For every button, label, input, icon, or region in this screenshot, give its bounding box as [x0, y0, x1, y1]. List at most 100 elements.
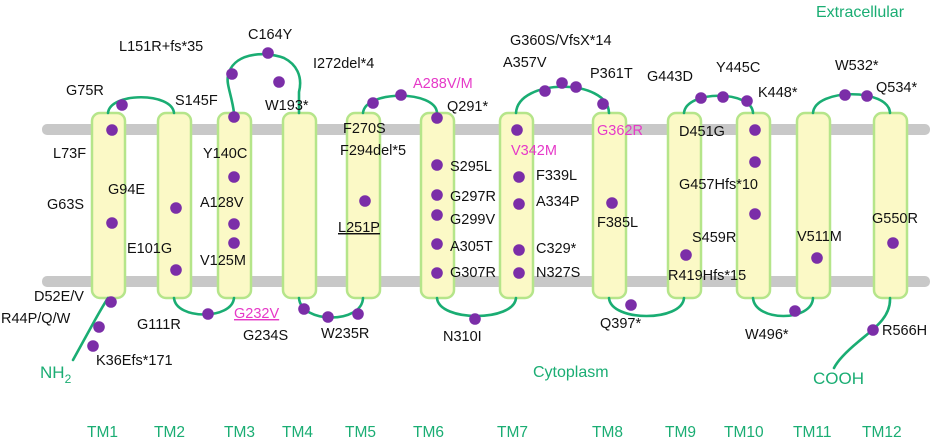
loop-tm1-tm2-extracellular — [106, 96, 176, 115]
label-c164y: C164Y — [248, 27, 293, 43]
label-g443d: G443D — [647, 69, 693, 85]
label-l73f: L73F — [53, 146, 86, 162]
label-a288v: A288V/M — [413, 76, 473, 92]
tm-label-10: TM10 — [724, 424, 764, 441]
dot-r44p — [93, 321, 105, 333]
dot-s295l — [431, 159, 443, 171]
loop-tm11-tm12-extracellular — [811, 92, 892, 115]
label-v342m: V342M — [511, 143, 557, 159]
label-c329: C329* — [536, 241, 577, 257]
c-terminus-tail — [832, 296, 892, 370]
label-l251p: L251P — [338, 220, 380, 236]
dot-v511m — [811, 252, 823, 264]
dot-g234s — [298, 303, 310, 315]
label-i272del: I272del*4 — [313, 56, 374, 72]
dot-a305t — [431, 238, 443, 250]
dot-g299v — [431, 209, 443, 221]
tm-label-1: TM1 — [87, 424, 118, 441]
label-g457hfs: G457Hfs*10 — [679, 177, 758, 193]
label-w496: W496* — [745, 327, 789, 343]
dot-g94e — [170, 202, 182, 214]
tm-label-2: TM2 — [154, 424, 185, 441]
dot-v342m — [511, 124, 523, 136]
label-k36efs: K36Efs*171 — [96, 353, 173, 369]
tm-label-12: TM12 — [862, 424, 902, 441]
dot-g307r — [431, 267, 443, 279]
dot-q397 — [625, 299, 637, 311]
dot-p361t — [570, 81, 582, 93]
dot-g360s — [556, 77, 568, 89]
label-p361t: P361T — [590, 66, 633, 82]
label-g111r: G111R — [137, 317, 181, 333]
label-g232v: G232V — [234, 306, 279, 322]
label-v125m: V125M — [200, 253, 246, 269]
label-r44p: R44P/Q/W — [1, 311, 71, 327]
label-g75r: G75R — [66, 83, 104, 99]
label-q534: Q534* — [876, 80, 917, 96]
c-terminus-label: COOH — [813, 369, 864, 388]
dot-g443d — [695, 92, 707, 104]
extracellular-label: Extracellular — [816, 4, 905, 21]
tm-label-7: TM7 — [497, 424, 528, 441]
label-v511m: V511M — [797, 229, 842, 245]
label-a305t: A305T — [450, 239, 493, 255]
dot-f385l — [606, 197, 618, 209]
n-terminus-sub: 2 — [65, 372, 72, 386]
dot-g111r — [202, 308, 214, 320]
dot-g75r — [116, 99, 128, 111]
label-g94e: G94E — [108, 182, 145, 198]
label-w193: W193* — [265, 98, 309, 114]
dot-d52e — [105, 296, 117, 308]
label-s295l: S295L — [450, 159, 492, 175]
label-a357v: A357V — [503, 55, 547, 71]
loop-tm6-tm7-cytoplasmic — [435, 296, 518, 318]
label-y445c: Y445C — [716, 60, 760, 76]
label-q397: Q397* — [600, 316, 641, 332]
dot-w496 — [789, 305, 801, 317]
label-f270s: F270S — [343, 121, 386, 137]
dot-a334p — [513, 198, 525, 210]
loop-tm7-tm8-extracellular — [514, 85, 611, 115]
dot-g362r — [597, 98, 609, 110]
label-l151r: L151R+fs*35 — [119, 39, 203, 55]
helix-tm4 — [281, 111, 318, 300]
dot-l251p — [359, 195, 371, 207]
label-r419hfs: R419Hfs*15 — [668, 268, 746, 284]
dot-k448 — [741, 95, 753, 107]
dot-f270s — [367, 97, 379, 109]
dot-k36efs — [87, 340, 99, 352]
dot-q291 — [431, 112, 443, 124]
label-y140c: Y140C — [203, 146, 247, 162]
tm-label-6: TM6 — [413, 424, 444, 441]
n-terminus-label: NH2 — [40, 363, 72, 386]
dot-r419hfs — [680, 249, 692, 261]
label-w532: W532* — [835, 58, 879, 74]
dot-f339l — [513, 171, 525, 183]
label-d451g: D451G — [679, 124, 725, 140]
tm-label-3: TM3 — [224, 424, 255, 441]
label-g550r: G550R — [872, 211, 918, 227]
label-g234s: G234S — [243, 328, 288, 344]
label-s459r: S459R — [692, 230, 736, 246]
dot-w235r — [322, 311, 334, 323]
dot-w532 — [839, 89, 851, 101]
loop-tm3-tm4-extracellular — [226, 52, 302, 115]
cytoplasm-label: Cytoplasm — [533, 364, 609, 381]
dot-r566h — [867, 324, 879, 336]
membrane-outer-boundary — [42, 124, 930, 135]
tm-label-11: TM11 — [793, 424, 831, 441]
dot-q534 — [861, 90, 873, 102]
dot-l73f — [106, 124, 118, 136]
dot-e101g — [170, 264, 182, 276]
tm-label-9: TM9 — [665, 424, 696, 441]
dot-g63s — [106, 217, 118, 229]
dot-v125m — [228, 237, 240, 249]
dot-y140c — [228, 171, 240, 183]
label-n327s: N327S — [536, 265, 580, 281]
dot-i272del — [395, 89, 407, 101]
dot-c164y — [262, 47, 274, 59]
n-terminus-main: NH — [40, 363, 65, 382]
dot-s145f — [228, 111, 240, 123]
loop-tm8-tm9-cytoplasmic — [607, 296, 686, 318]
